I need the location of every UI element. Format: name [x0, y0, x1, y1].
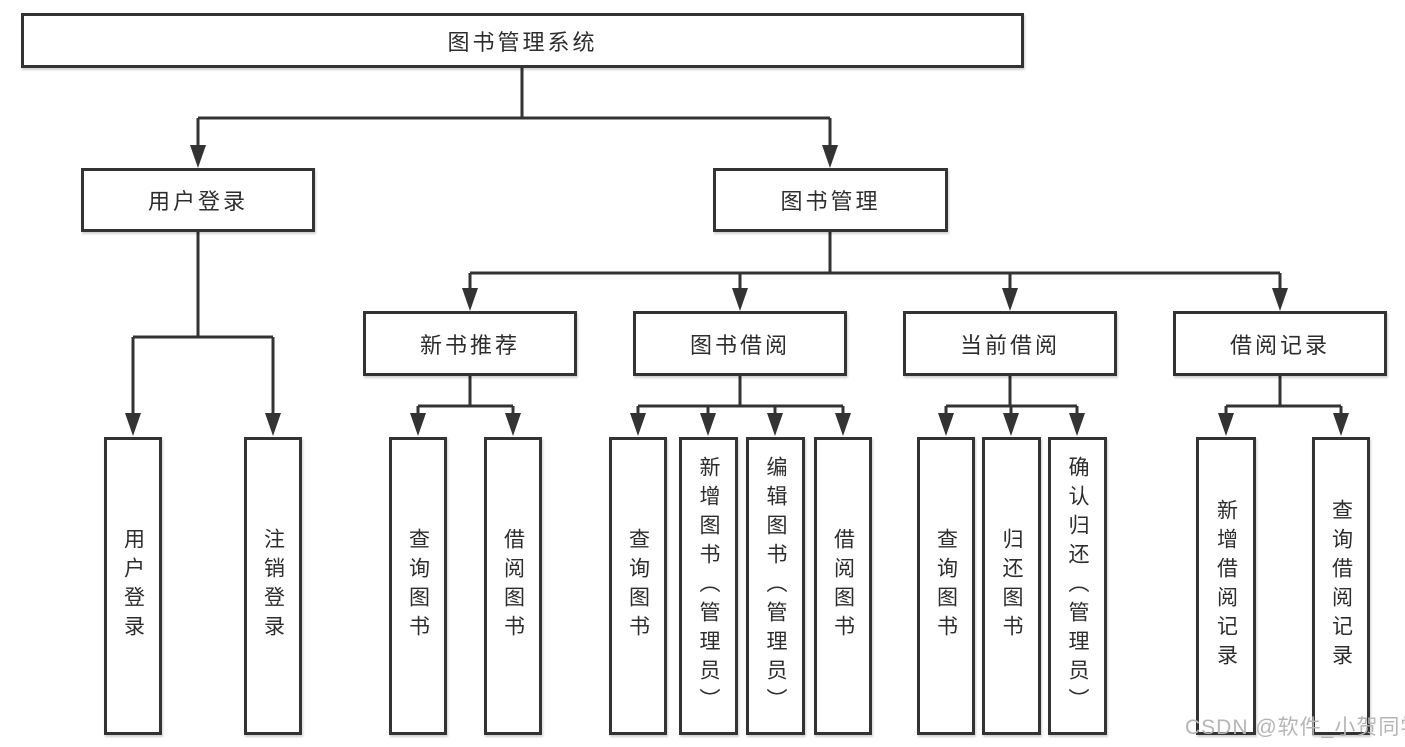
arrowheads: [125, 145, 1349, 436]
node-add-book-admin: 新增图书（管理员）: [679, 437, 738, 735]
node-book-management: 图书管理: [713, 168, 948, 232]
node-book-borrow: 图书借阅: [633, 311, 847, 376]
node-current-borrow: 当前借阅: [903, 311, 1117, 376]
csdn-watermark: CSDN @软件_小贺同学: [1185, 716, 1405, 739]
node-query-book-recommend: 查询图书: [389, 437, 447, 735]
node-borrow-book: 借阅图书: [814, 437, 872, 735]
node-query-borrow-record: 查询借阅记录: [1312, 437, 1370, 735]
node-query-book-current: 查询图书: [917, 437, 975, 735]
node-logout: 注销登录: [244, 437, 302, 735]
node-user-login: 用户登录: [81, 168, 315, 232]
node-library-management-system: 图书管理系统: [21, 13, 1024, 68]
node-query-book: 查询图书: [609, 437, 667, 735]
node-borrow-record: 借阅记录: [1173, 311, 1387, 376]
node-borrow-book-recommend: 借阅图书: [484, 437, 542, 735]
node-new-book-recommend: 新书推荐: [363, 311, 577, 376]
node-confirm-return-admin: 确认归还（管理员）: [1048, 437, 1107, 735]
node-edit-book-admin: 编辑图书（管理员）: [746, 437, 805, 735]
node-user-login-leaf: 用户登录: [104, 437, 162, 735]
node-add-borrow-record: 新增借阅记录: [1196, 437, 1256, 735]
node-return-book: 归还图书: [982, 437, 1041, 735]
